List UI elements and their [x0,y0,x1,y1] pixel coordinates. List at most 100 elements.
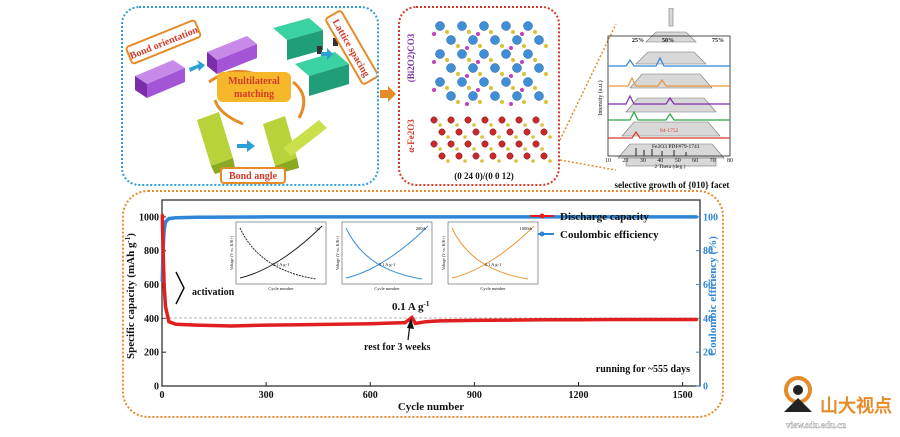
discharge-point [174,322,178,326]
xrd-x-tick: 50 [675,158,681,164]
iron-atom [540,128,548,136]
inset-discharge-curve [239,227,317,280]
plane-label: (0 24 0)/(0 0 12) [454,171,514,181]
oxygen-atom [500,72,504,76]
iron-atom [447,140,455,148]
carbon-atom [520,88,524,92]
activation-bracket [175,271,185,305]
iron-atom [532,116,540,124]
oxygen-atom [445,30,449,34]
pct-75: 75% [712,38,724,44]
carbon-atom [520,32,524,36]
bismuth-atom [523,21,533,31]
iron-atom [481,116,489,124]
oxygen-atom [489,123,493,127]
left-ylabel: Specific capacity (mAh g-1) [124,233,137,359]
right-tick-label: 100 [703,212,718,223]
inset-tag: 1000th [519,226,532,231]
sdu-logo-icon: 山大视点 view.sdu.edu.cn [784,376,892,430]
oxygen-atom [497,159,501,163]
oxygen-atom [500,100,504,104]
facet-caption: selective growth of {010} facet [615,180,730,190]
oxygen-atom [522,44,526,48]
xrd-xlabel: 2 Theta (deg.) [655,163,686,170]
multilateral-matching-panel: Bond orientation Lattice spacing Multila… [121,6,379,186]
carbon-atom [476,60,480,64]
purple-block-left [135,60,185,98]
xrd-ylabel: Intensity (a.u.) [597,80,604,115]
left-tick-label: 600 [144,280,159,291]
coulombic-point [174,216,178,220]
inset-discharge-curve [451,227,529,280]
xrd-curve [608,76,730,87]
carbon-atom [509,74,513,78]
x-tick-label: 900 [467,390,482,401]
xrd-curve [608,110,730,121]
matching-schematic: Bond orientation Lattice spacing Multila… [125,10,379,184]
discharge-point [229,324,234,328]
discharge-point [438,319,442,323]
oxygen-atom [480,135,484,139]
reference-pattern [635,148,687,156]
oxygen-atom [478,72,482,76]
bismuth-atom [446,63,456,73]
bismuth-atom [534,35,544,45]
xrd-x-tick: 30 [640,158,646,164]
blue-arrow-icon [237,140,255,152]
left-tick-label: 1000 [139,212,159,223]
pct-25: 25% [632,38,644,44]
oxygen-atom [522,72,526,76]
rest-arrow-head-icon [407,318,414,329]
bismuth-atom [523,49,533,59]
iron-atom [506,152,514,160]
discharge-point [694,317,699,322]
right-tick-label: 0 [703,382,708,393]
oxygen-atom [522,100,526,104]
oxygen-atom [480,159,484,163]
oxygen-atom [506,147,510,151]
discharge-point [646,317,650,322]
crystal-structure: (Bi2O2)CO3 α-Fe2O3 (0 24 0)/(0 0 12) [406,21,552,181]
bismuth-atom [446,35,456,45]
iron-atom [540,152,548,160]
inset-ylabel: Voltage (V vs. K/K+) [229,235,234,270]
inset-xlabel: Cycle number [374,286,400,291]
xrd-x-tick: 70 [710,158,716,164]
iron-atom [481,140,489,148]
left-tick-label: 800 [144,246,159,257]
oxygen-atom [467,86,471,90]
coulombic-point [167,217,171,221]
oxygen-atom [531,159,535,163]
watermark: 山大视点 view.sdu.edu.cn [780,368,898,432]
inset-frame [447,221,539,285]
oxygen-atom [533,86,537,90]
ref-label: Fe2O3 PDF#79-1741 [652,144,700,150]
oxygen-atom [456,100,460,104]
discharge-point [162,282,166,287]
oxygen-atom [540,123,544,127]
bismuth-atom [512,63,522,73]
iron-atom [472,152,480,160]
right-tick-label: 60 [703,280,713,291]
watermark-text: 山大视点 [820,395,892,416]
discharge-point [681,317,685,322]
running-label: running for ~555 days [596,364,690,375]
oxygen-atom [456,72,460,76]
oxygen-atom [489,86,493,90]
bismuth-atom [468,63,478,73]
discharge-point [163,304,168,309]
oxygen-atom [446,159,450,163]
iron-atom [515,116,523,124]
bismuth-atom [490,35,500,45]
bond-angle-label: Bond angle [229,171,278,182]
iron-atom [472,128,480,136]
bismuth-atom [501,49,511,59]
carbon-atom [509,46,513,50]
iron-atom [455,152,463,160]
rest-label: rest for 3 weeks [364,342,431,353]
